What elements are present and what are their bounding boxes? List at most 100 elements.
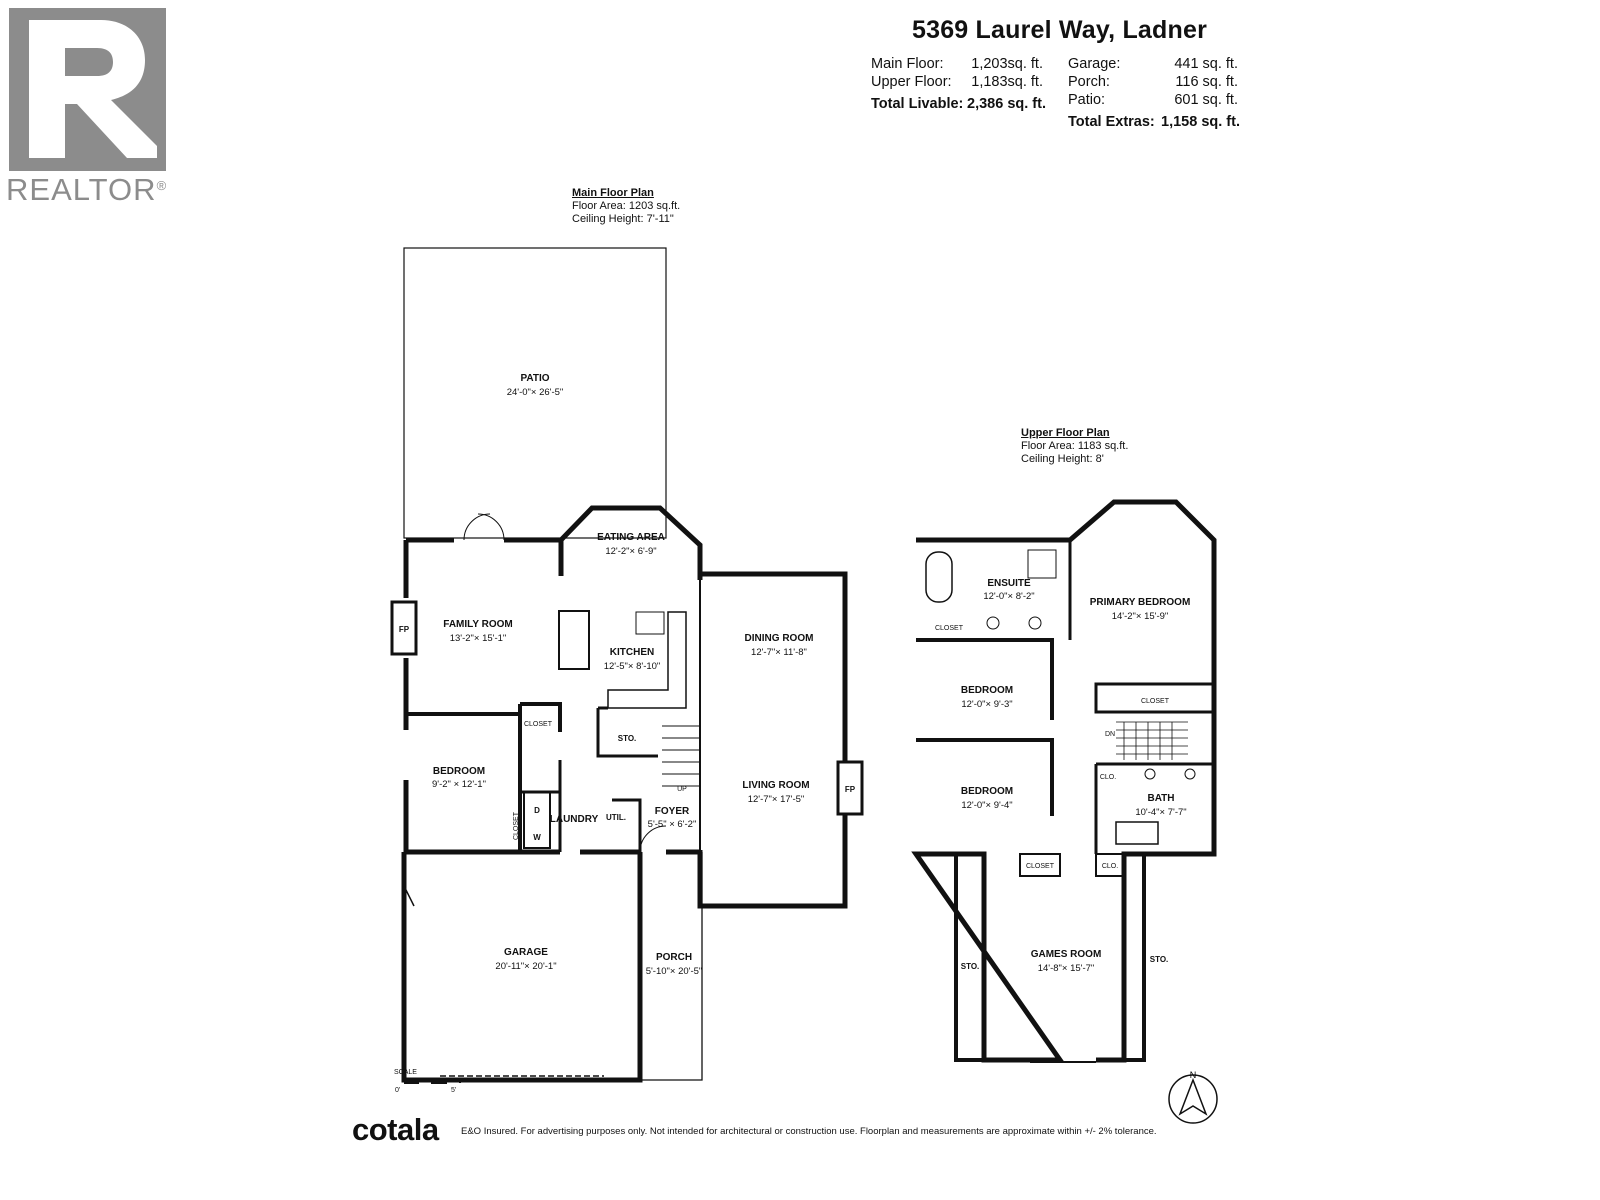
realtor-r-icon (29, 20, 157, 158)
bedroom-upper-1-dim: 12'-0"× 9'-3" (961, 699, 1012, 710)
upper-stairs (1116, 721, 1188, 760)
main-stairs (662, 725, 700, 787)
family-fireplace (390, 600, 418, 656)
dining-room-dim: 12'-7"× 11'-8" (751, 647, 807, 658)
main-plan-ceiling: Ceiling Height: 7'-11" (572, 213, 674, 225)
upper-exterior-walls (911, 499, 1217, 1063)
upper-floor-label: Upper Floor: (871, 74, 952, 90)
primary-bedroom-name: PRIMARY BEDROOM (1090, 597, 1191, 608)
total-extras-stat: Total Extras: 1,158 sq. ft. (1068, 113, 1240, 131)
eating-area-name: EATING AREA (597, 532, 665, 543)
total-livable-value: 2,386 sq. ft. (967, 96, 1046, 112)
upper-plan-area: Floor Area: 1183 sq.ft. (1021, 440, 1129, 452)
bath-walls-upper (1094, 762, 1214, 854)
family-room-name: FAMILY ROOM (443, 619, 512, 630)
bedroom-upper-1-name: BEDROOM (961, 685, 1013, 696)
clo-bath: CLO. (1100, 774, 1116, 781)
primary-closet (1094, 682, 1216, 714)
north-arrow-icon (1168, 1074, 1218, 1124)
kitchen-name: KITCHEN (610, 647, 654, 658)
patio-value: 601 sq. ft. (1174, 92, 1238, 108)
bedroom-upper-2-dim: 12'-0"× 9'-4" (961, 800, 1012, 811)
total-extras-value: 1,158 sq. ft. (1161, 114, 1240, 130)
kitchen-island (558, 610, 590, 670)
living-room-dim: 12'-7"× 17'-5" (748, 794, 805, 805)
games-room-name: GAMES ROOM (1031, 949, 1102, 960)
scale-bar-icon (404, 1078, 461, 1084)
patio-stat: Patio: 601 sq. ft. (1068, 91, 1238, 109)
fp-living: FP (845, 785, 856, 794)
patio-label: Patio: (1068, 92, 1106, 108)
garage-dim: 20'-11"× 20'-1" (495, 961, 556, 972)
upper-plan-ceiling: Ceiling Height: 8' (1021, 453, 1104, 465)
fp-family: FP (399, 625, 410, 634)
patio-doors (463, 513, 505, 541)
main-floor-stat: Main Floor: 1,203sq. ft. (871, 55, 1043, 73)
bath-upper-name: BATH (1147, 793, 1174, 804)
main-plan-area: Floor Area: 1203 sq.ft. (572, 200, 681, 212)
realtor-wordmark: REALTOR® (6, 172, 206, 208)
main-floor-label: Main Floor: (871, 56, 944, 72)
porch-name: PORCH (656, 952, 692, 963)
garage-name: GARAGE (504, 947, 548, 958)
upper-plan-caption: Upper Floor Plan Floor Area: 1183 sq.ft.… (1021, 427, 1128, 466)
bathtub-upper (1115, 821, 1159, 845)
sto-upper-left: STO. (961, 962, 980, 971)
registered-mark: ® (156, 178, 168, 193)
patio-dim: 24'-0"× 26'-5" (507, 387, 564, 398)
sink-ensuite-2 (1028, 616, 1042, 630)
bath-upper-dim: 10'-4"× 7'-7" (1135, 807, 1186, 818)
sto-main: STO. (618, 734, 637, 743)
main-floor-value: 1,203sq. ft. (971, 56, 1043, 72)
porch-dim: 5'-10"× 20'-5" (646, 966, 703, 977)
storage-walls-upper (954, 854, 1146, 1062)
clo-upper (1095, 853, 1125, 877)
bedroom-walls-upper (916, 638, 1054, 816)
sink-bath-2 (1184, 768, 1196, 780)
up-label: UP (677, 786, 687, 793)
main-plan-title: Main Floor Plan (572, 187, 654, 199)
laundry-machines (523, 792, 551, 849)
garage-label: Garage: (1068, 56, 1121, 72)
bedroom-walls (406, 702, 562, 852)
upper-plan-title: Upper Floor Plan (1021, 427, 1110, 439)
realtor-logo (9, 8, 166, 171)
front-door (639, 825, 667, 853)
dryer-label: D (534, 806, 540, 815)
primary-bedroom-dim: 14'-2"× 15'-9" (1112, 611, 1169, 622)
shower-ensuite (1027, 549, 1057, 579)
property-address: 5369 Laurel Way, Ladner (912, 16, 1207, 44)
closet-upper (1019, 853, 1061, 877)
eating-area-dim: 12'-2"× 6'-9" (605, 546, 656, 557)
clo-hall: CLO. (1102, 863, 1118, 870)
bedroom-main-name: BEDROOM (433, 766, 485, 777)
scale-five: 5' (451, 1087, 457, 1094)
total-livable-label: Total Livable: (871, 96, 964, 112)
garage-stat: Garage: 441 sq. ft. (1068, 55, 1238, 73)
sink-bath-1 (1144, 768, 1156, 780)
kitchen-sink (635, 611, 665, 635)
kitchen-counter (607, 611, 687, 709)
upper-floor-value: 1,183sq. ft. (971, 74, 1043, 90)
porch-label: Porch: (1068, 74, 1110, 90)
living-block-walls (697, 571, 848, 909)
storage-walls (596, 706, 658, 758)
living-fireplace (836, 760, 864, 816)
porch-value: 116 sq. ft. (1175, 74, 1238, 90)
closet-primary: CLOSET (1141, 698, 1170, 705)
sink-ensuite-1 (986, 616, 1000, 630)
north-label: N (1190, 1070, 1197, 1080)
patio-name: PATIO (520, 373, 549, 384)
main-north-wall (406, 505, 703, 580)
cotala-brand: cotala (352, 1112, 439, 1147)
bedroom-upper-2-name: BEDROOM (961, 786, 1013, 797)
main-plan-caption: Main Floor Plan Floor Area: 1203 sq.ft. … (572, 187, 680, 226)
total-extras-label: Total Extras: (1068, 114, 1155, 130)
porch-outline (639, 852, 703, 1081)
ensuite-name: ENSUITE (987, 578, 1031, 589)
bath-walls (520, 760, 562, 852)
bathtub-ensuite (925, 551, 953, 603)
upper-floor-stat: Upper Floor: 1,183sq. ft. (871, 73, 1043, 91)
laundry-name: LAUNDRY (550, 814, 599, 825)
